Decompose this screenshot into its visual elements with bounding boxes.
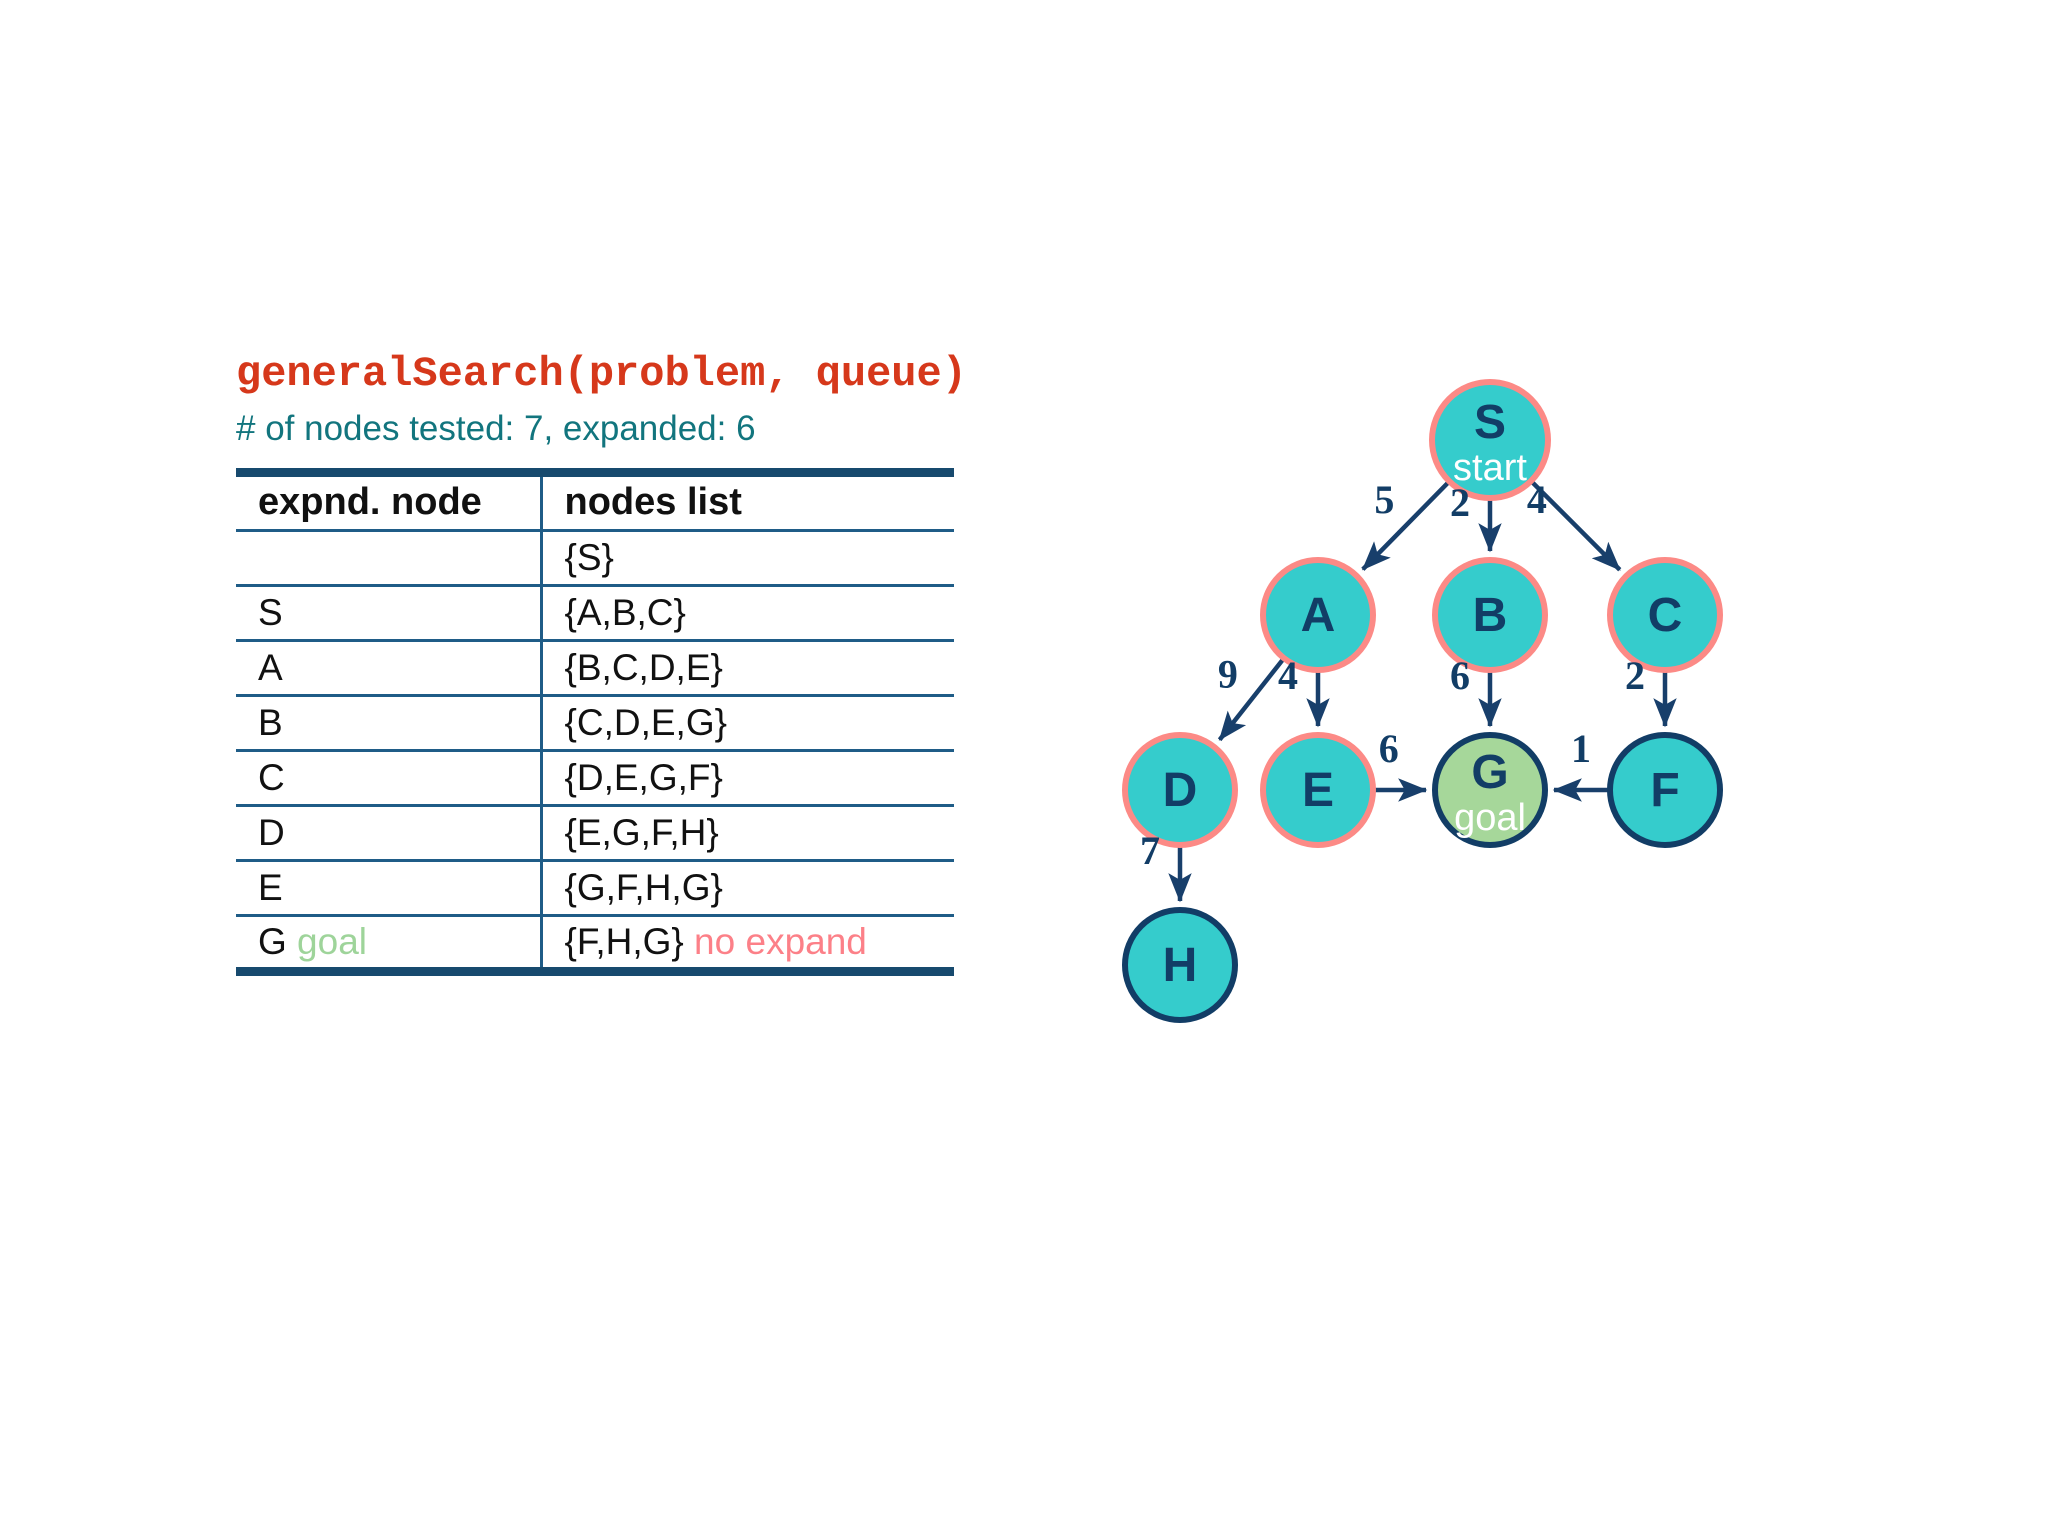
nodes-list-value: {G,F,H,G}: [564, 866, 723, 908]
node-label-S: S: [1474, 396, 1506, 449]
edge-cost-F-G: 1: [1571, 726, 1591, 771]
cell-expanded-node: D: [236, 805, 541, 862]
search-trace-table: expnd. node nodes list {S} S {A,B,C} A {B,C,…: [236, 467, 954, 976]
node-circle-H[interactable]: [1122, 907, 1238, 1023]
table-row: D {E,G,F,H}: [236, 805, 954, 862]
cell-nodes-list: {G,F,H,G}: [539, 860, 954, 917]
graph-edge-A-D: [1217, 657, 1286, 742]
goal-tag: goal: [286, 920, 368, 962]
algorithm-signature-title: generalSearch(problem, queue): [236, 350, 967, 398]
node-circle-A[interactable]: [1260, 557, 1376, 673]
cell-expanded-node: E: [236, 860, 541, 917]
node-circle-F[interactable]: [1607, 732, 1723, 848]
cell-expanded-node: A: [236, 640, 541, 697]
graph-node-F[interactable]: F: [1607, 732, 1723, 848]
node-label-A: A: [1301, 589, 1336, 642]
table-row: E {G,F,H,G}: [236, 860, 954, 917]
table-row: A {B,C,D,E}: [236, 640, 954, 697]
node-circle-B[interactable]: [1432, 557, 1548, 673]
node-sublabel-S: start: [1453, 447, 1527, 489]
nodes-list-value: {C,D,E,G}: [564, 701, 727, 743]
node-sublabel-G: goal: [1454, 797, 1526, 839]
node-label-F: F: [1650, 764, 1679, 817]
no-expand-tag: no expand: [683, 920, 867, 962]
graph-edge-S-C: [1530, 480, 1622, 572]
node-label-D: D: [1163, 764, 1198, 817]
table-header-row: expnd. node nodes list: [236, 467, 954, 532]
node-circle-C[interactable]: [1607, 557, 1723, 673]
node-circle-D[interactable]: [1122, 732, 1238, 848]
edge-cost-D-H: 7: [1140, 828, 1160, 873]
graph-node-C[interactable]: C: [1607, 557, 1723, 673]
cell-nodes-list: {F,H,G} no expand: [539, 915, 954, 976]
expanded-node-value: G: [258, 920, 287, 962]
node-label-B: B: [1473, 589, 1508, 642]
edge-cost-S-C: 4: [1527, 477, 1547, 522]
table-row: B {C,D,E,G}: [236, 695, 954, 752]
graph-node-A[interactable]: A: [1260, 557, 1376, 673]
cell-nodes-list: {E,G,F,H}: [539, 805, 954, 862]
graph-node-D[interactable]: D: [1122, 732, 1238, 848]
cell-nodes-list: {S}: [539, 530, 954, 587]
edge-layer: [1168, 480, 1677, 903]
cell-expanded-node: [236, 530, 541, 587]
edge-cost-B-G: 6: [1450, 653, 1470, 698]
table-row: C {D,E,G,F}: [236, 750, 954, 807]
graph-node-H[interactable]: H: [1122, 907, 1238, 1023]
table-row: S {A,B,C}: [236, 585, 954, 642]
column-header-expanded-node: expnd. node: [236, 467, 541, 532]
search-trace-panel: generalSearch(problem, queue) # of nodes…: [236, 350, 967, 976]
graph-node-B[interactable]: B: [1432, 557, 1548, 673]
edge-cost-A-D: 9: [1218, 651, 1238, 696]
node-circle-G[interactable]: [1432, 732, 1548, 848]
node-count-stats: # of nodes tested: 7, expanded: 6: [236, 409, 756, 449]
node-label-G: G: [1471, 746, 1508, 799]
cell-nodes-list: {C,D,E,G}: [539, 695, 954, 752]
expanded-node-value: D: [258, 811, 285, 853]
edge-cost-S-A: 5: [1374, 477, 1394, 522]
nodes-list-value: {S}: [564, 536, 614, 578]
node-circle-S[interactable]: [1429, 379, 1551, 501]
cell-nodes-list: {A,B,C}: [539, 585, 954, 642]
expanded-node-value: E: [258, 866, 283, 908]
expanded-node-value: C: [258, 756, 285, 798]
cell-nodes-list: {D,E,G,F}: [539, 750, 954, 807]
node-label-E: E: [1302, 764, 1334, 817]
cell-expanded-node: S: [236, 585, 541, 642]
nodes-list-value: {E,G,F,H}: [564, 811, 719, 853]
edge-cost-A-E: 4: [1278, 653, 1298, 698]
cell-expanded-node: C: [236, 750, 541, 807]
expanded-node-value: B: [258, 701, 283, 743]
graph-node-E[interactable]: E: [1260, 732, 1376, 848]
expanded-node-value: S: [258, 591, 283, 633]
cell-expanded-node: B: [236, 695, 541, 752]
node-label-C: C: [1648, 589, 1683, 642]
edge-cost-E-G: 6: [1379, 726, 1399, 771]
nodes-list-value: {D,E,G,F}: [564, 756, 723, 798]
table-row: {S}: [236, 530, 954, 587]
cell-nodes-list: {B,C,D,E}: [539, 640, 954, 697]
table-row: G goal{F,H,G} no expand: [236, 915, 954, 976]
expanded-node-value: A: [258, 646, 283, 688]
nodes-list-value: {F,H,G}: [564, 920, 684, 962]
column-header-nodes-list: nodes list: [539, 467, 954, 532]
nodes-list-value: {A,B,C}: [564, 591, 686, 633]
cell-expanded-node: G goal: [236, 915, 541, 976]
edge-cost-S-B: 2: [1450, 480, 1470, 525]
nodes-list-value: {B,C,D,E}: [564, 646, 723, 688]
edge-cost-C-F: 2: [1625, 653, 1645, 698]
node-label-H: H: [1163, 939, 1198, 992]
node-circle-E[interactable]: [1260, 732, 1376, 848]
graph-edge-S-A: [1361, 480, 1451, 571]
